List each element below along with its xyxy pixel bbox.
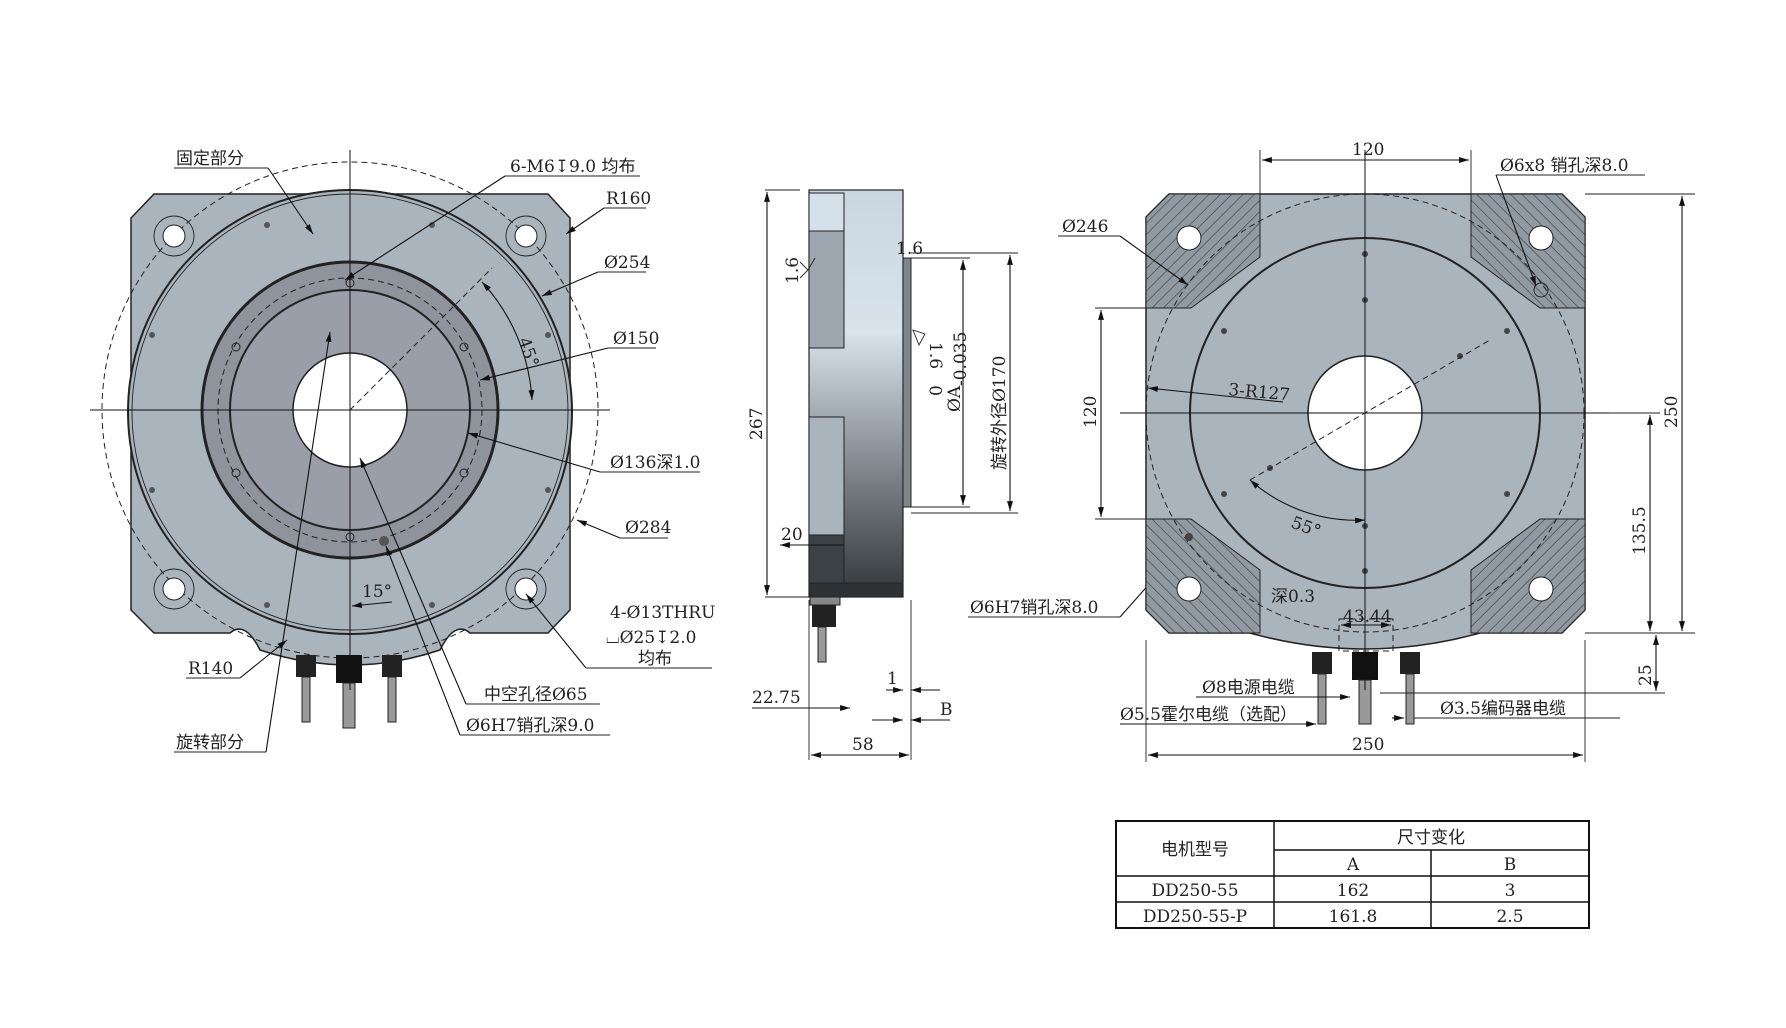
cell-a: 162 xyxy=(1337,881,1369,901)
label-gapB: B xyxy=(940,700,953,720)
label-tol-upper: 0 xyxy=(927,385,947,396)
label-thru-holes: 4-Ø13THRU xyxy=(610,603,715,623)
label-d136: Ø136深1.0 xyxy=(610,453,700,473)
label-top-120: 120 xyxy=(1352,140,1384,160)
label-d254: Ø254 xyxy=(604,253,650,273)
cell-model: DD250-55 xyxy=(1151,881,1238,901)
rear-cable-glands xyxy=(1312,652,1420,725)
label-depth: 深0.3 xyxy=(1271,587,1315,607)
label-height-267: 267 xyxy=(747,408,767,440)
label-pin-hole-8: Ø6H7销孔深8.0 xyxy=(970,598,1098,618)
table-header-model: 电机型号 xyxy=(1161,840,1229,860)
table-row: DD250-55-P 161.8 2.5 xyxy=(1143,907,1524,927)
hatched-corners xyxy=(1145,193,1586,634)
front-view: 固定部分 6-M6↧9.0 均布 R160 Ø254 Ø150 Ø136深1.0… xyxy=(90,149,715,753)
label-gap1: 1 xyxy=(887,669,898,689)
label-dA: ØA xyxy=(945,385,965,412)
label-h250: 250 xyxy=(1662,396,1682,428)
label-hollow: 中空孔径Ø65 xyxy=(484,685,588,705)
label-d150: Ø150 xyxy=(613,329,659,349)
label-rough-1: 1.6 xyxy=(783,257,803,284)
label-w20: 20 xyxy=(781,525,803,545)
cell-model: DD250-55-P xyxy=(1143,907,1247,927)
label-pin-holes: Ø6x8 销孔深8.0 xyxy=(1500,156,1629,176)
label-tapped-holes: 6-M6↧9.0 均布 xyxy=(510,157,635,177)
rear-mount-holes xyxy=(1176,225,1554,602)
label-tol-lower: -0.035 xyxy=(951,332,971,386)
label-hall-cable: Ø5.5霍尔电缆（选配） xyxy=(1120,705,1297,725)
mount-holes xyxy=(153,215,547,610)
label-rough-2: 1.6 xyxy=(896,239,923,259)
label-w4344: 43.44 xyxy=(1343,607,1392,627)
label-fixed-part: 固定部分 xyxy=(176,149,244,169)
table-header-group: 尺寸变化 xyxy=(1397,828,1465,848)
label-d170: 旋转外径Ø170 xyxy=(990,356,1010,470)
label-w58: 58 xyxy=(852,735,874,755)
label-h25: 25 xyxy=(1636,664,1656,686)
label-w2275: 22.75 xyxy=(752,688,801,708)
rotor-flange-side xyxy=(902,257,912,508)
label-evenly: 均布 xyxy=(638,649,672,669)
label-power-cable: Ø8电源电缆 xyxy=(1202,678,1295,698)
cable-glands xyxy=(296,655,402,729)
cell-a: 161.8 xyxy=(1329,907,1378,927)
label-w250: 250 xyxy=(1352,735,1384,755)
cell-b: 2.5 xyxy=(1496,907,1523,927)
label-d284: Ø284 xyxy=(625,518,671,538)
label-angle-15: 15° xyxy=(362,582,392,602)
side-view: 267 20 22.75 58 1 B ØA 0 -0.035 旋转外径Ø170… xyxy=(747,189,1192,760)
table-row: DD250-55 162 3 xyxy=(1151,881,1515,901)
label-rotating-part: 旋转部分 xyxy=(176,733,244,753)
label-encoder-cable: Ø3.5编码器电缆 xyxy=(1440,699,1566,719)
label-h1355: 135.5 xyxy=(1630,506,1650,555)
cell-b: 3 xyxy=(1505,881,1516,901)
side-gland xyxy=(809,596,841,663)
dimension-table: 电机型号 尺寸变化 A B DD250-55 162 3 DD250-55-P … xyxy=(1115,820,1590,929)
table-header-a: A xyxy=(1346,855,1360,875)
label-counterbore: ⌴Ø25↧2.0 xyxy=(606,628,696,648)
rear-view: 120 Ø6x8 销孔深8.0 Ø246 120 3-R127 55° 深0.3… xyxy=(1058,140,1695,762)
label-rough-3: 1.6 xyxy=(925,342,945,369)
rear-screw-holes xyxy=(1185,251,1510,574)
table-header-b: B xyxy=(1504,855,1517,875)
label-left-120: 120 xyxy=(1081,396,1101,428)
label-r160: R160 xyxy=(606,189,651,209)
label-d246: Ø246 xyxy=(1062,217,1108,237)
label-pin-hole: Ø6H7销孔深9.0 xyxy=(466,716,594,736)
label-r140: R140 xyxy=(188,659,233,679)
